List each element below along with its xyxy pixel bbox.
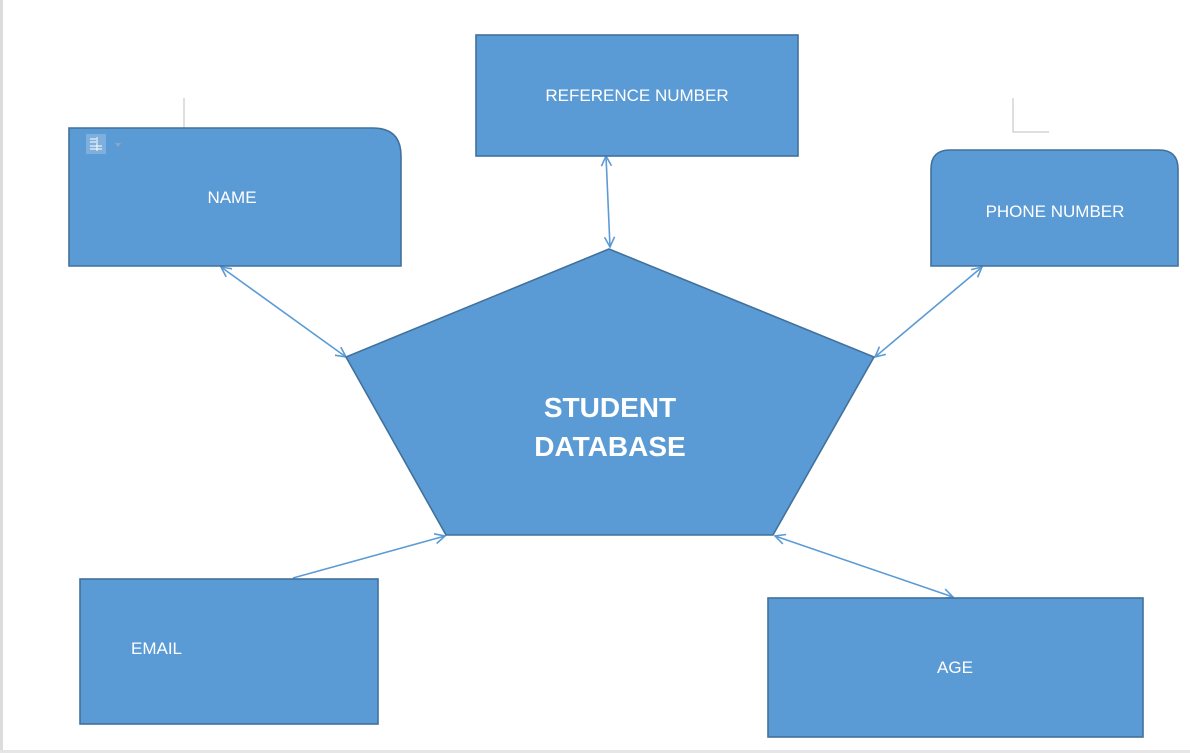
- email-box[interactable]: [79, 578, 379, 725]
- connector-phone[interactable]: [875, 267, 982, 357]
- age-node[interactable]: AGE: [767, 597, 1144, 738]
- connector-reference[interactable]: [606, 156, 610, 247]
- connector-email[interactable]: [292, 536, 445, 579]
- connector-age[interactable]: [775, 536, 953, 597]
- page-bottom-edge: [0, 750, 1190, 753]
- connector-name[interactable]: [221, 267, 346, 357]
- student-database-node[interactable]: STUDENT DATABASE: [344, 248, 876, 536]
- email-label: EMAIL: [131, 639, 182, 658]
- age-label: AGE: [937, 658, 973, 677]
- name-box[interactable]: [68, 127, 402, 267]
- reference-number-box[interactable]: [475, 34, 799, 157]
- reference-number-label: REFERENCE NUMBER: [545, 86, 728, 105]
- phone-number-label: PHONE NUMBER: [986, 202, 1125, 221]
- name-label: NAME: [207, 188, 256, 207]
- name-node[interactable]: NAME: [68, 127, 402, 267]
- layout-options-icon[interactable]: [86, 134, 121, 154]
- age-box[interactable]: [767, 597, 1144, 738]
- pentagon-shape[interactable]: [344, 248, 876, 536]
- center-label-line2: DATABASE: [534, 431, 685, 462]
- phone-number-box[interactable]: [930, 149, 1179, 267]
- reference-number-node[interactable]: REFERENCE NUMBER: [475, 34, 799, 157]
- phone-number-node[interactable]: PHONE NUMBER: [930, 149, 1179, 267]
- margin-mark-top-right: [1012, 98, 1049, 133]
- page-left-edge: [0, 0, 3, 753]
- center-label-line1: STUDENT: [544, 392, 676, 423]
- email-node[interactable]: EMAIL: [79, 578, 379, 725]
